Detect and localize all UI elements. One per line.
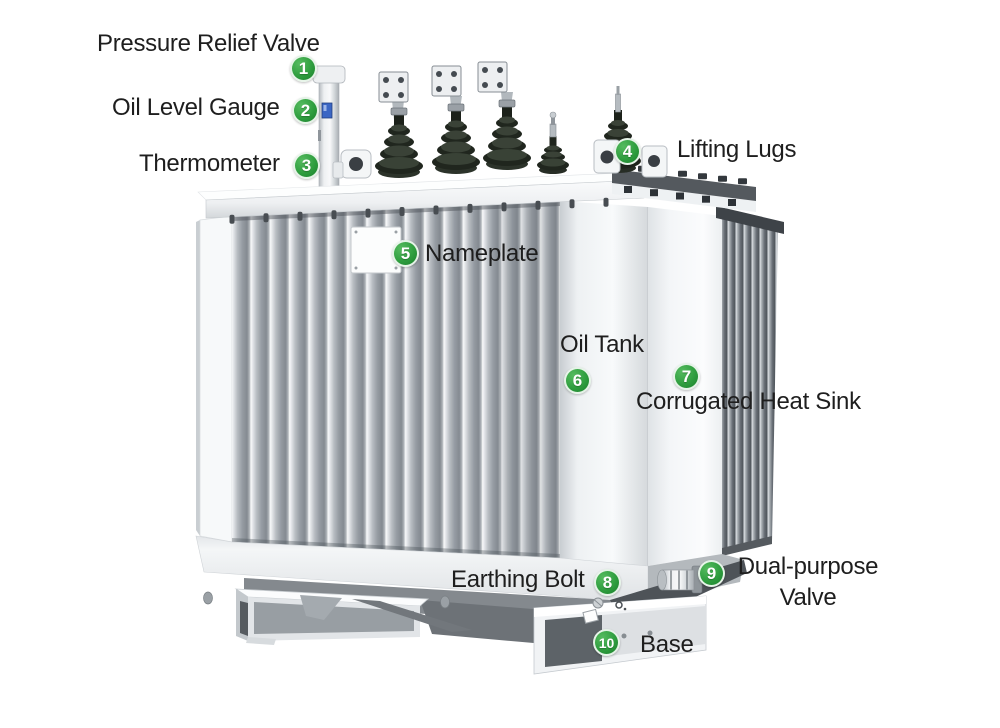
- bushing-lv-3: [482, 99, 532, 171]
- label-pressure-relief-valve: Pressure Relief Valve: [97, 30, 320, 57]
- dual-purpose-valve-spigot: [657, 565, 703, 594]
- foot-peg: [203, 591, 213, 605]
- label-oil-tank: Oil Tank: [560, 331, 644, 358]
- bushing-lv-2: [431, 103, 481, 175]
- callout-badge-1: 1: [290, 55, 317, 82]
- label-dual-purpose-valve: Dual-purpose Valve: [737, 553, 879, 612]
- callout-badge-7: 7: [673, 363, 700, 390]
- label-base: Base: [640, 631, 694, 658]
- label-nameplate: Nameplate: [425, 240, 539, 267]
- callout-badge-2: 2: [292, 97, 319, 124]
- side-corrugated-fins: [716, 206, 784, 556]
- callout-badge-8: 8: [594, 569, 621, 596]
- callout-badge-10: 10: [593, 629, 620, 656]
- bushings: [374, 61, 642, 179]
- foot-peg: [440, 595, 450, 609]
- support-brace: [300, 595, 472, 632]
- callout-badge-5: 5: [392, 240, 419, 267]
- callout-badge-9: 9: [698, 560, 725, 587]
- tank-left-end-panel: [196, 215, 233, 543]
- earthing-bolt-hardware: [582, 597, 627, 624]
- lid-back-bolt-strip: [612, 163, 756, 212]
- nameplate-plate: [349, 226, 403, 274]
- front-corrugated-fins: [232, 201, 560, 561]
- base-skid-right: [533, 595, 707, 675]
- bushing-lv-1: [374, 107, 424, 179]
- label-corrugated-heat-sink: Corrugated Heat Sink: [636, 388, 861, 415]
- label-earthing-bolt: Earthing Bolt: [451, 566, 585, 593]
- bushing-small: [536, 111, 570, 175]
- pipe-cap: [312, 65, 346, 84]
- lid-bolts: [229, 197, 609, 224]
- callout-badge-4: 4: [614, 138, 641, 165]
- tank-corner-panel: [560, 201, 648, 566]
- pressure-relief-pipe: [312, 65, 346, 195]
- callout-badge-6: 6: [564, 367, 591, 394]
- label-lifting-lugs: Lifting Lugs: [677, 136, 797, 163]
- label-thermometer: Thermometer: [139, 150, 280, 177]
- label-oil-level-gauge: Oil Level Gauge: [112, 94, 280, 121]
- callout-badge-3: 3: [293, 152, 320, 179]
- oil-gauge-window: [321, 102, 333, 119]
- top-lid: [197, 163, 756, 224]
- base-skid-left: [234, 588, 430, 645]
